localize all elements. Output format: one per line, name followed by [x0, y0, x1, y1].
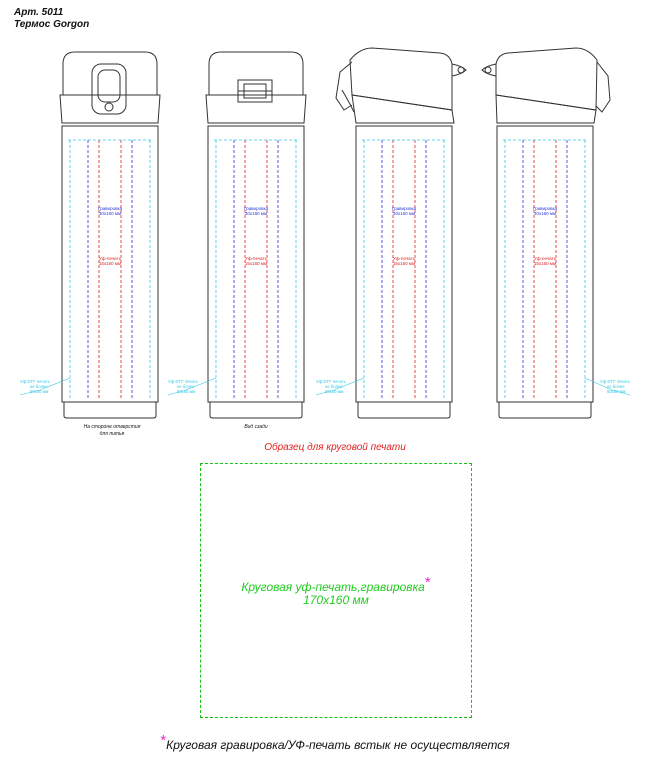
dtf-note-line2: не более — [325, 384, 343, 389]
uv-size: 15х160 мм — [534, 261, 556, 266]
engraving-label: Гравировка — [244, 206, 269, 211]
engraving-size: 30х160 мм — [245, 211, 267, 216]
engraving-size: 30х160 мм — [99, 211, 121, 216]
collar — [351, 94, 455, 124]
thermos-view-front — [59, 51, 161, 419]
thermos-view-side-left — [335, 47, 467, 419]
uv-label: Уф-печать — [99, 256, 122, 261]
dtf-note-line1: Уф-DTF печать — [20, 379, 51, 384]
engraving-label: Гравировка — [533, 206, 558, 211]
uv-size: 15х160 мм — [245, 261, 267, 266]
collar — [59, 94, 161, 124]
dtf-note-line2: не более — [30, 384, 48, 389]
uv-label: Уф-печать — [534, 256, 557, 261]
wrap-zone-size: 170х160 мм — [303, 593, 369, 607]
article-number: Арт. 5011 — [14, 7, 64, 18]
base — [209, 401, 303, 419]
caption-front: На стороне отверстия для питья — [60, 424, 164, 438]
collar — [495, 94, 597, 124]
dtf-note-line1: Уф-DTF печать — [600, 379, 631, 384]
thermos-view-back — [205, 51, 307, 419]
uv-label: Уф-печать — [245, 256, 268, 261]
wrap-print-zone: Круговая уф-печать,гравировка* 170х160 м… — [200, 463, 472, 718]
lid — [208, 51, 304, 96]
footer-note: *Круговая гравировка/УФ-печать встык не … — [0, 732, 670, 753]
hinge-arm — [335, 61, 353, 111]
dtf-note-line2: не более — [607, 384, 625, 389]
caption-back: Вид сзади — [244, 424, 268, 430]
dtf-note-line2: не более — [177, 384, 195, 389]
wrap-zone-line1: Круговая уф-печать,гравировка* — [201, 574, 471, 595]
base — [498, 401, 592, 419]
lid — [495, 47, 598, 111]
dtf-note-line3: 60х60 мм — [30, 389, 48, 394]
lid — [349, 47, 453, 111]
footer-text: Круговая гравировка/УФ-печать встык не о… — [166, 738, 510, 752]
engraving-label: Гравировка — [98, 206, 123, 211]
lid — [62, 51, 158, 96]
thermos-view-side-right — [481, 47, 611, 419]
caption-front-line1: На стороне отверстия — [83, 424, 141, 430]
dtf-note-line3: 60х60 мм — [177, 389, 195, 394]
dtf-note-line3: 60х60 мм — [325, 389, 343, 394]
uv-size: 15х160 мм — [99, 261, 121, 266]
uv-label: Уф-печать — [393, 256, 416, 261]
lid-clip — [91, 63, 127, 115]
asterisk-marker: * — [160, 732, 167, 749]
engraving-size: 30х160 мм — [393, 211, 415, 216]
print-guides — [68, 139, 587, 398]
engraving-label: Гравировка — [392, 206, 417, 211]
engraving-size: 30х160 мм — [534, 211, 556, 216]
thermos-drawing: Гравировка 30х160 мм Уф-печать 15х160 мм… — [19, 47, 631, 419]
collar — [205, 94, 307, 124]
asterisk-marker: * — [424, 574, 431, 591]
wrap-zone-title: Образец для круговой печати — [264, 442, 406, 453]
dtf-note-line3: 60х60 мм — [607, 389, 625, 394]
dtf-note-line1: Уф-DTF печать — [316, 379, 347, 384]
dtf-note-line1: Уф-DTF печать — [168, 379, 199, 384]
hinge-arm — [595, 61, 611, 113]
base — [357, 401, 451, 419]
dtf-leaders — [19, 377, 631, 396]
product-name: Термос Gorgon — [14, 19, 90, 30]
caption-front-line2: для питья — [99, 431, 125, 437]
base — [63, 401, 157, 419]
uv-size: 15х160 мм — [393, 261, 415, 266]
wrap-zone-text: Круговая уф-печать,гравировка — [241, 580, 425, 594]
